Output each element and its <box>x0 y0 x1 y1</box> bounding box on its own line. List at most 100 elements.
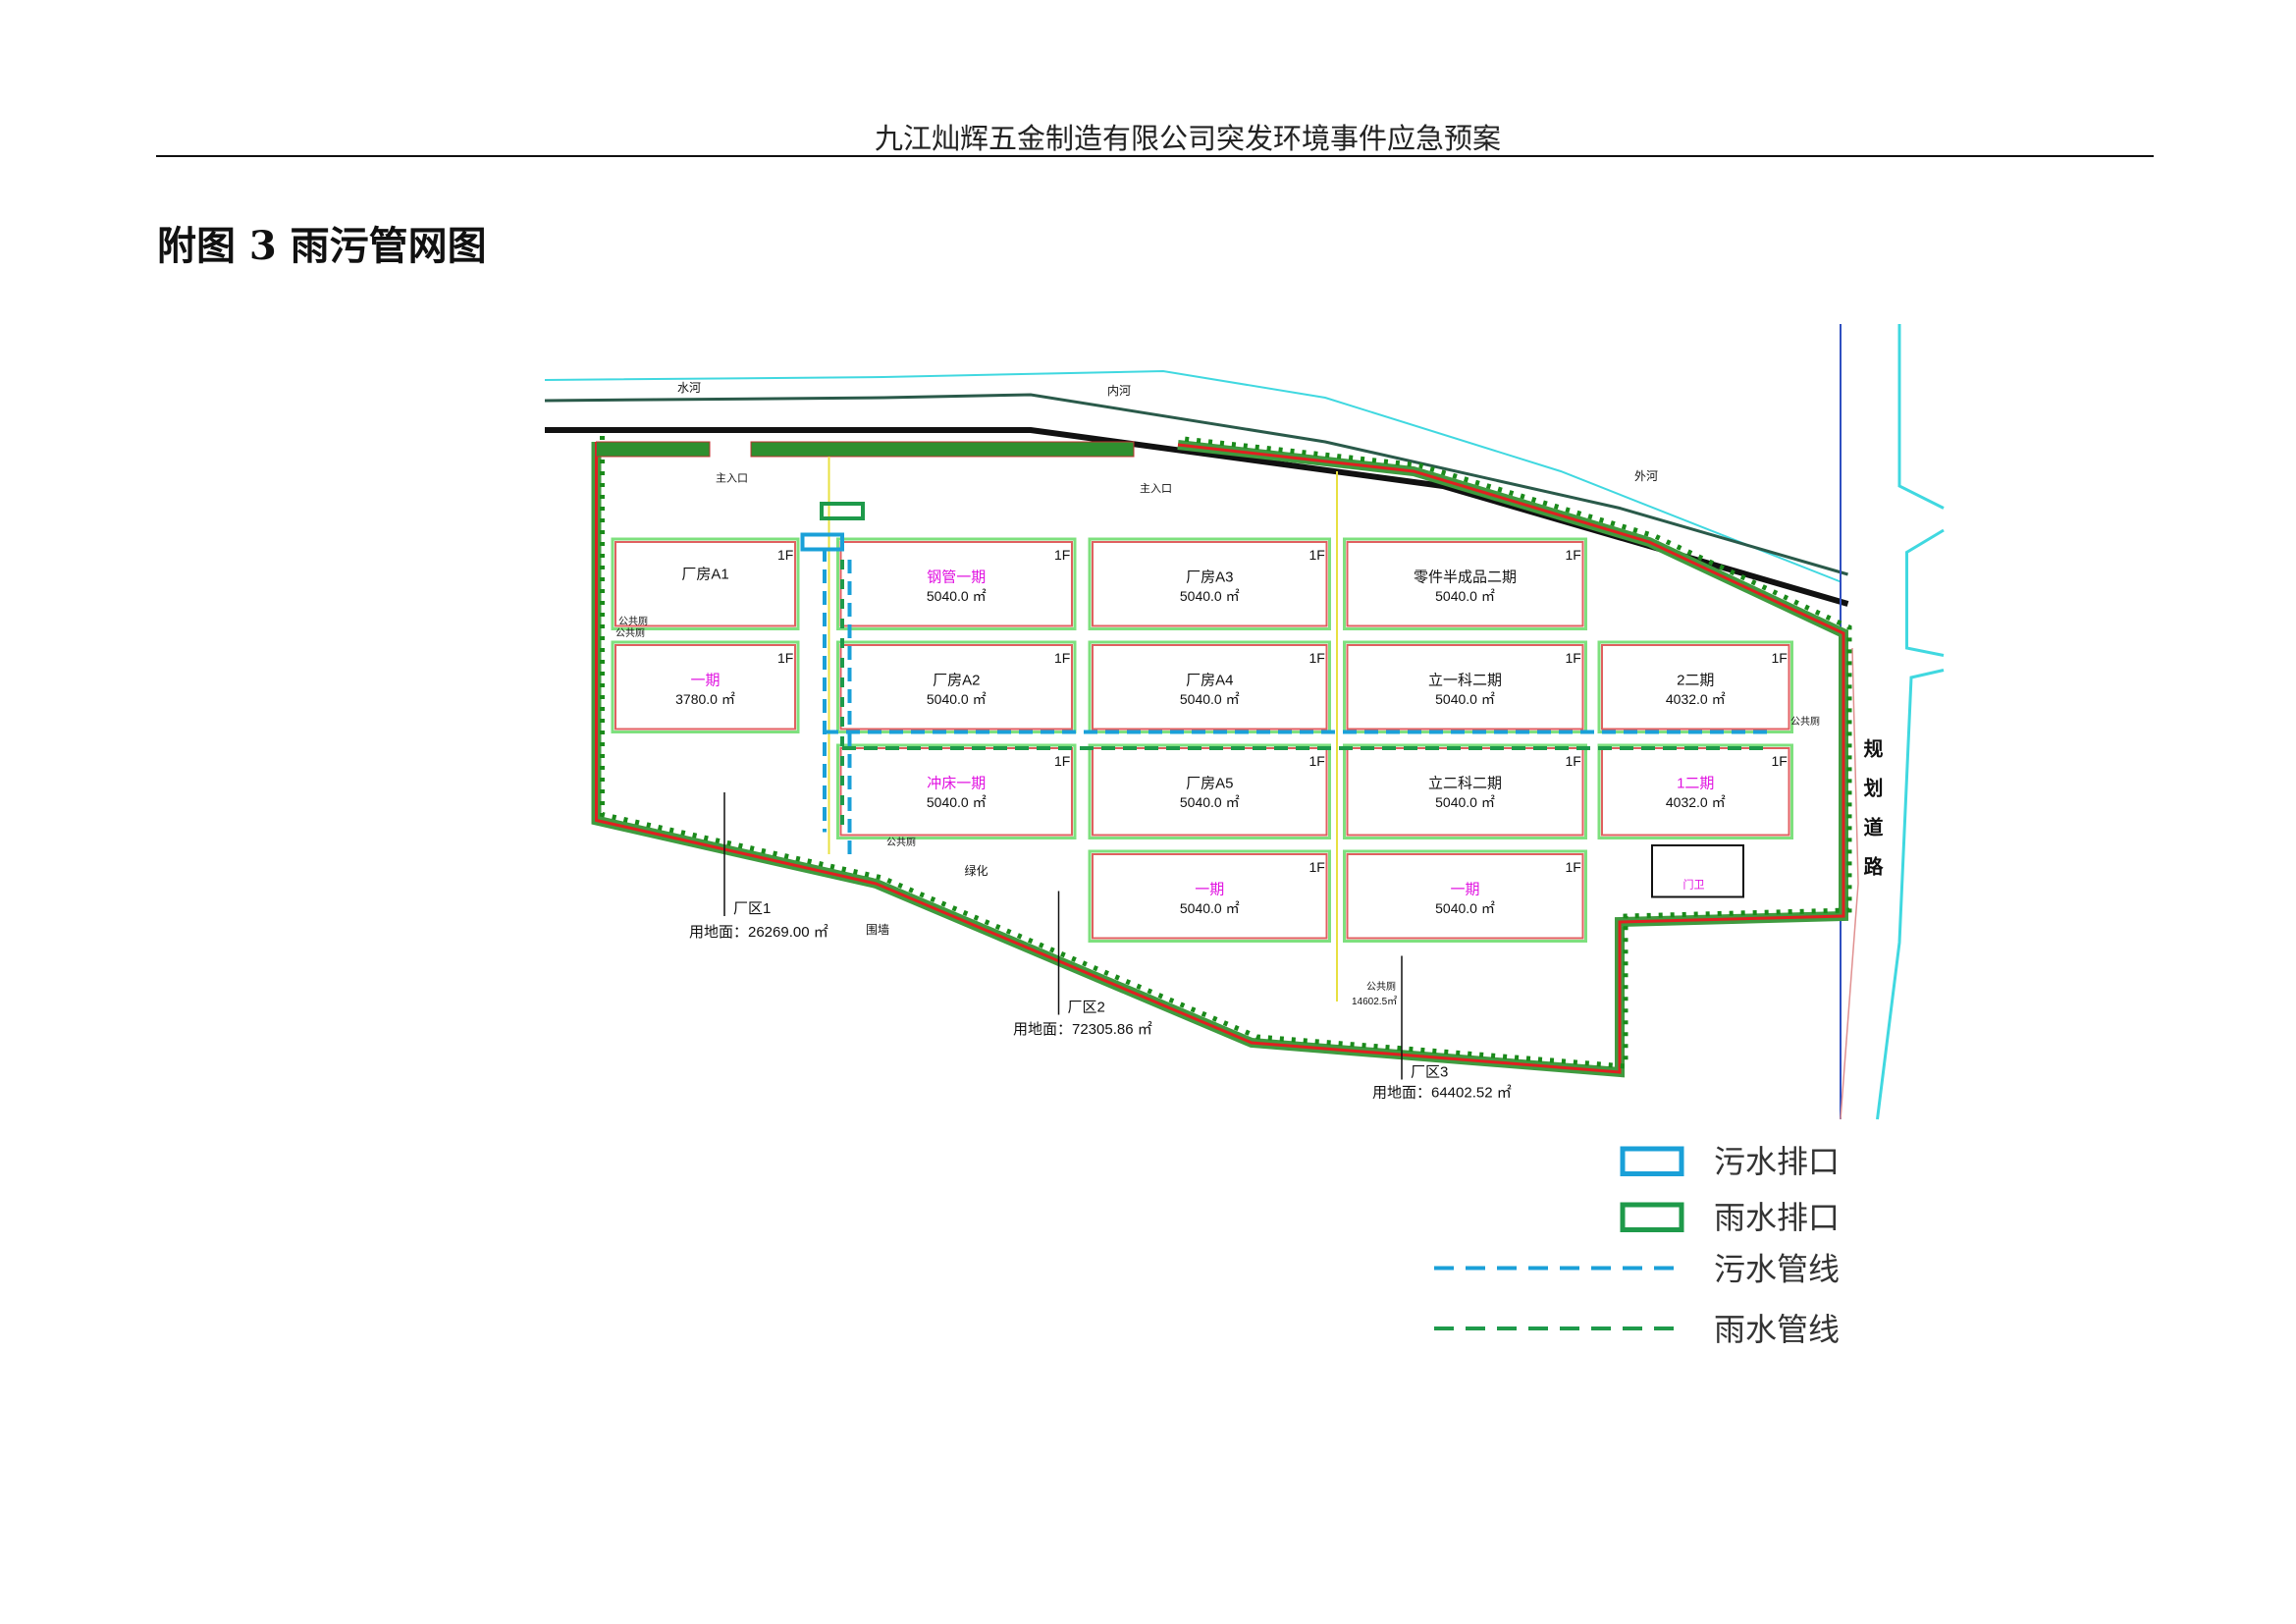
building-name: 厂房A5 <box>1186 776 1233 792</box>
building: 1F 厂房A1 <box>611 537 800 630</box>
building-floor: 1F <box>1309 753 1325 769</box>
building-name: 一期 <box>690 673 720 689</box>
building-floor: 1F <box>1566 859 1581 875</box>
building-outline <box>839 644 1073 731</box>
rain-outlet <box>820 502 865 520</box>
legend-swatch-box <box>1620 1202 1684 1232</box>
building: 1F 厂房A5 5040.0 ㎡ <box>1088 743 1331 839</box>
building-name: 厂房A4 <box>1186 673 1233 689</box>
right-river-line <box>1905 528 1945 657</box>
legend-item: 雨水管线 <box>1434 1311 1840 1348</box>
building-area: 5040.0 ㎡ <box>1180 588 1240 604</box>
building-floor: 1F <box>1566 753 1581 769</box>
building-green-outline <box>1088 640 1331 733</box>
building-green-outline <box>836 743 1077 839</box>
building-outline <box>1601 747 1790 837</box>
building-floor: 1F <box>1309 650 1325 666</box>
building-green-outline <box>1343 640 1587 733</box>
road-label: 规划道路 <box>1860 738 1884 895</box>
building-green-outline <box>1088 537 1331 630</box>
building-green-outline <box>1088 849 1331 943</box>
entrance-label: 主入口 <box>1140 482 1172 495</box>
building-name: 一期 <box>1450 882 1479 898</box>
building-floor: 1F <box>777 650 793 666</box>
building-name: 立一科二期 <box>1428 673 1502 689</box>
building-name: 1二期 <box>1677 776 1714 792</box>
building: 1F 立一科二期 5040.0 ㎡ <box>1343 640 1587 733</box>
building: 1F 一期 3780.0 ㎡ <box>611 640 800 733</box>
guard-label: 门卫 <box>1683 878 1705 892</box>
building-outline <box>1092 853 1328 940</box>
right-river-line <box>1897 324 1945 510</box>
boundary-wall <box>595 442 1845 1074</box>
building-green-outline <box>1343 849 1587 943</box>
building-floor: 1F <box>777 547 793 563</box>
building-outline <box>839 747 1073 837</box>
building-floor: 1F <box>1309 859 1325 875</box>
building-outline <box>1092 644 1328 731</box>
legend-label: 雨水管线 <box>1714 1311 1840 1348</box>
building-green-outline <box>611 640 800 733</box>
zone-area: 用地面：26269.00 ㎡ <box>689 924 828 941</box>
guard-house <box>1651 844 1744 898</box>
road-center-line <box>1840 647 1859 1120</box>
building-area: 5040.0 ㎡ <box>1180 794 1240 810</box>
river-label: 水河 <box>677 381 701 395</box>
building-floor: 1F <box>1054 753 1070 769</box>
building-outline <box>1346 853 1584 940</box>
sewage-outlet <box>800 532 844 552</box>
building-floor: 1F <box>1566 547 1581 563</box>
building-green-outline <box>836 537 1077 630</box>
document-header: 九江灿辉五金制造有限公司突发环境事件应急预案 <box>874 122 1501 155</box>
green-strip <box>750 441 1135 458</box>
toilet-label: 公共厕 <box>886 837 916 848</box>
building-area: 4032.0 ㎡ <box>1666 794 1726 810</box>
right-river-line <box>1876 669 1945 1120</box>
header-rule <box>156 155 2154 157</box>
entrance-label: 主入口 <box>716 472 748 485</box>
legend-label: 雨水排口 <box>1714 1199 1840 1236</box>
building-outline <box>1346 541 1584 627</box>
building-area: 5040.0 ㎡ <box>927 794 987 810</box>
building-name: 零件半成品二期 <box>1414 569 1517 586</box>
building-green-outline <box>1343 537 1587 630</box>
building-area: 5040.0 ㎡ <box>927 588 987 604</box>
legend-swatch-box <box>1620 1146 1684 1176</box>
building-outline <box>614 644 796 731</box>
legend-item: 雨水排口 <box>1620 1199 1840 1236</box>
building-outline <box>1346 747 1584 837</box>
green-label: 绿化 <box>965 863 988 878</box>
building-area: 5040.0 ㎡ <box>927 691 987 707</box>
toilet-label: 公共厕 <box>615 627 645 639</box>
river-line <box>544 393 1848 576</box>
building-floor: 1F <box>1566 650 1581 666</box>
building-floor: 1F <box>1309 547 1325 563</box>
legend-item: 污水排口 <box>1620 1143 1840 1180</box>
building-floor: 1F <box>1054 650 1070 666</box>
zone-area: 用地面：64402.52 ㎡ <box>1372 1085 1512 1102</box>
building-green-outline <box>1343 743 1587 839</box>
building-area: 5040.0 ㎡ <box>1435 691 1495 707</box>
zone-area: 用地面：72305.86 ㎡ <box>1013 1021 1152 1038</box>
river-label: 外河 <box>1634 469 1658 483</box>
building-outline <box>1092 747 1328 837</box>
building-name: 一期 <box>1195 882 1224 898</box>
legend-label: 污水管线 <box>1714 1251 1840 1288</box>
zone-name: 厂区1 <box>733 900 771 917</box>
building-name: 钢管一期 <box>927 569 986 586</box>
building-area: 5040.0 ㎡ <box>1435 900 1495 916</box>
building-name: 厂房A1 <box>681 567 728 583</box>
toilet-label: 公共厕 <box>1790 716 1820 728</box>
river-label: 内河 <box>1107 384 1131 398</box>
building-area: 3780.0 ㎡ <box>675 691 735 707</box>
